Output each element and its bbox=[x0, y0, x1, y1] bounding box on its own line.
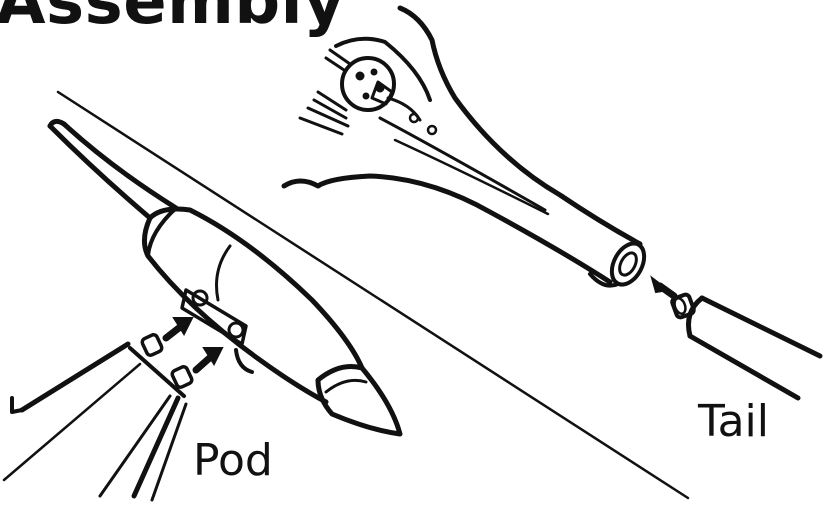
arrow-tail bbox=[652, 278, 674, 296]
landing-skid bbox=[4, 333, 193, 500]
reference-line bbox=[58, 92, 688, 498]
tail-label: Tail bbox=[698, 400, 769, 444]
diagram-title: Assembly bbox=[0, 0, 345, 34]
pod-label: Pod bbox=[193, 439, 273, 483]
tail-piece bbox=[671, 294, 820, 398]
tail-boom bbox=[284, 8, 651, 290]
arrow-pod-lower bbox=[196, 348, 222, 370]
rotor-hub bbox=[300, 50, 436, 134]
arrow-pod-upper bbox=[166, 318, 192, 338]
